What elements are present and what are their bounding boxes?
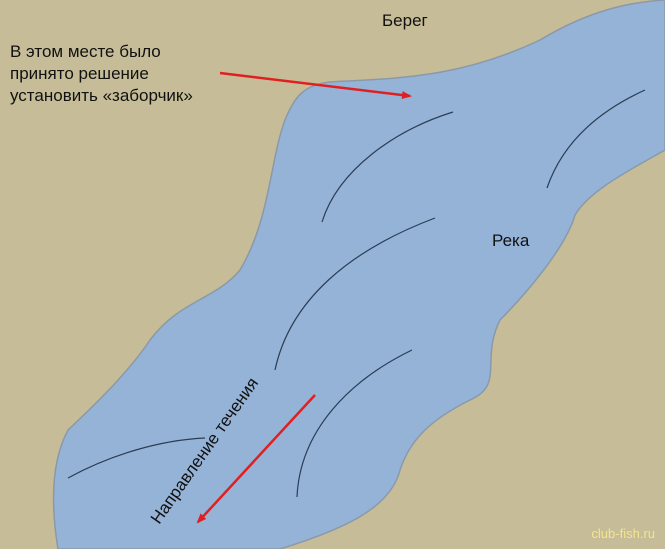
river-label: Река [492,231,530,250]
current-line [321,111,454,223]
current-line [296,349,413,498]
current-line [274,217,436,371]
current-line [67,437,206,479]
flow-direction-arrow [196,394,316,524]
note-pointer-arrow [219,71,412,100]
bank-label: Берег [382,11,428,30]
watermark: club-fish.ru [591,526,655,541]
current-lines [67,89,646,498]
note-label: В этом месте было принято решение устано… [10,41,193,107]
current-line [546,89,646,189]
note-line: В этом месте было [10,42,161,61]
note-line: принято решение [10,64,149,83]
note-line: установить «заборчик» [10,86,193,105]
